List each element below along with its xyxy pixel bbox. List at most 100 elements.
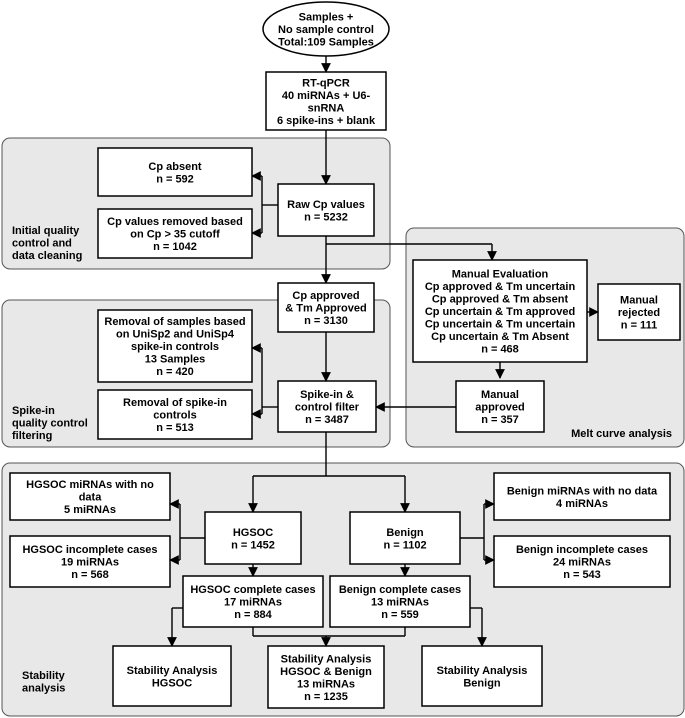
node-label-line: Cp approved & Tm uncertain bbox=[425, 281, 576, 293]
node-label-line: Cp approved & Tm absent bbox=[432, 294, 569, 306]
node-label-line: n = 5232 bbox=[304, 211, 348, 223]
node-shape bbox=[265, 71, 387, 131]
node-label-line: 13 miRNAs bbox=[297, 678, 355, 690]
node-shape bbox=[493, 472, 671, 521]
node-shape bbox=[182, 575, 324, 628]
node-label-line: n = 420 bbox=[156, 366, 194, 378]
region-label-initial-qc: Initial quality bbox=[12, 225, 80, 237]
node-label-line: HGSOC incomplete cases bbox=[22, 544, 157, 556]
node-label-line: Stability Analysis bbox=[127, 665, 218, 677]
node-shape bbox=[267, 645, 385, 709]
node-shape bbox=[9, 472, 171, 521]
node-label-line: RT-qPCR bbox=[302, 77, 350, 89]
node-shape bbox=[455, 380, 545, 433]
node-label-line: n = 1235 bbox=[304, 691, 348, 703]
node-label-line: on Cp > 35 cutoff bbox=[130, 229, 220, 241]
node-label-line: approved bbox=[475, 402, 525, 414]
connectors bbox=[167, 56, 599, 647]
node-shape bbox=[493, 535, 671, 588]
node-shape bbox=[421, 645, 543, 707]
node-shape bbox=[277, 183, 375, 237]
node-label-line: 19 miRNAs bbox=[61, 557, 119, 569]
node-label-line: Manual Evaluation bbox=[452, 269, 549, 281]
node-label-line: snRNA bbox=[308, 102, 345, 114]
node-label-line: on UniSp2 and UniSp4 bbox=[116, 329, 235, 341]
node-label-line: n = 3487 bbox=[305, 414, 349, 426]
node-label-line: controls bbox=[153, 410, 196, 422]
node-shape bbox=[349, 511, 461, 565]
node-shape bbox=[9, 535, 171, 588]
node-label-line: HGSOC bbox=[152, 677, 192, 689]
node-label-line: n = 1452 bbox=[231, 539, 275, 551]
node-label-line: Stability Analysis bbox=[437, 665, 528, 677]
node-label-line: n = 1042 bbox=[153, 241, 197, 253]
node-shape bbox=[262, 1, 390, 57]
node-label-line: Removal of spike-in bbox=[123, 397, 227, 409]
node-label-line: rejected bbox=[618, 307, 660, 319]
node-label-line: Spike-in & bbox=[300, 389, 354, 401]
node-label-line: Benign complete cases bbox=[339, 584, 461, 596]
node-label-line: 17 miRNAs bbox=[224, 597, 282, 609]
node-label-line: n = 1102 bbox=[383, 539, 426, 551]
node-label-line: n = 513 bbox=[156, 422, 194, 434]
node-label-line: Total:109 Samples bbox=[278, 37, 374, 49]
node-label-line: 24 miRNAs bbox=[553, 557, 611, 569]
node-label-line: n = 592 bbox=[156, 173, 194, 185]
node-label-line: n = 568 bbox=[71, 569, 109, 581]
node-shape bbox=[112, 645, 232, 707]
node-label-line: n = 559 bbox=[381, 609, 419, 621]
node-label-line: Benign bbox=[386, 527, 424, 539]
node-label-line: Stability Analysis bbox=[281, 653, 372, 665]
node-label-line: & Tm Approved bbox=[285, 303, 367, 315]
node-label-line: 5 miRNAs bbox=[64, 504, 116, 516]
region-label-stability: analysis bbox=[22, 683, 65, 695]
node-label-line: Cp absent bbox=[148, 161, 202, 173]
node-label-line: control filter bbox=[295, 402, 360, 414]
node-label-line: Cp uncertain & Tm uncertain bbox=[425, 319, 576, 331]
node-label-line: n = 543 bbox=[563, 569, 601, 581]
node-shape bbox=[329, 575, 471, 628]
region-label-spike-qc: Spike-in bbox=[12, 405, 55, 417]
region-label-initial-qc: data cleaning bbox=[12, 250, 82, 262]
node-label-line: 4 miRNAs bbox=[556, 498, 608, 510]
node-shape bbox=[97, 389, 253, 440]
node-shape bbox=[277, 380, 377, 433]
node-label-line: 13 Samples bbox=[145, 354, 206, 366]
node-shape bbox=[204, 511, 302, 565]
node-label-line: n = 3130 bbox=[304, 315, 348, 327]
node-label-line: Manual bbox=[620, 295, 658, 307]
node-label-line: Manual bbox=[481, 389, 519, 401]
node-shape bbox=[97, 309, 253, 383]
node-label-line: 13 miRNAs bbox=[371, 597, 429, 609]
node-label-line: Cp values removed based bbox=[107, 216, 243, 228]
node-label-line: HGSOC bbox=[233, 527, 273, 539]
region-label-spike-qc: filtering bbox=[12, 430, 52, 442]
node-label-line: Benign miRNAs with no data bbox=[507, 485, 658, 497]
node-label-line: No sample control bbox=[278, 24, 374, 36]
region-label-stability: Stability bbox=[22, 670, 66, 682]
node-label-line: Benign bbox=[463, 677, 501, 689]
node-label-line: 40 miRNAs + U6- bbox=[282, 90, 371, 102]
node-shape bbox=[412, 259, 588, 363]
node-label-line: Benign incomplete cases bbox=[516, 544, 648, 556]
region-label-spike-qc: quality control bbox=[12, 418, 88, 430]
node-label-line: HGSOC & Benign bbox=[280, 666, 372, 678]
node-label-line: Removal of samples based bbox=[104, 316, 245, 328]
node-label-line: Cp approved bbox=[292, 290, 359, 302]
